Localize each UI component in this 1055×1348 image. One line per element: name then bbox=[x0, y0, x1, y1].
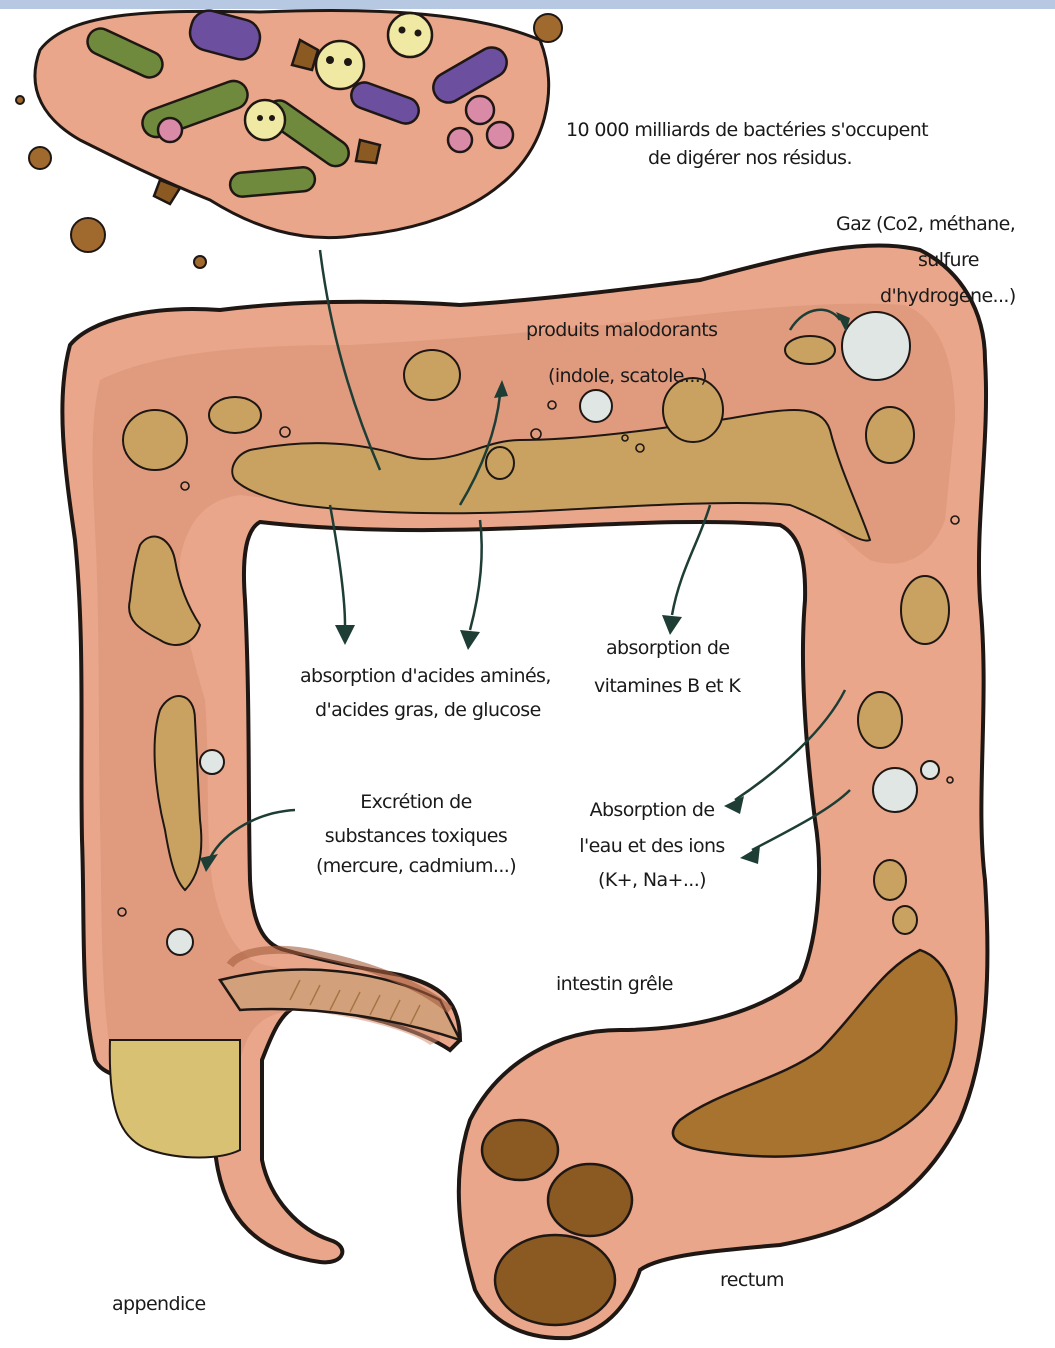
water-label-line2: l'eau et des ions bbox=[572, 832, 732, 860]
water-label-line1: Absorption de bbox=[572, 796, 732, 824]
bacteria-label-line1: 10 000 milliards de bactéries s'occupent bbox=[566, 116, 928, 144]
vitamins-label-line2: vitamines B et K bbox=[594, 672, 740, 700]
bacteria-cluster bbox=[16, 7, 562, 268]
odor-label-line2: (indole, scatole...) bbox=[548, 362, 707, 390]
appendix-label: appendice bbox=[112, 1290, 206, 1318]
amino-label-line2: d'acides gras, de glucose bbox=[315, 696, 541, 724]
bacteria-label-line2: de digérer nos résidus. bbox=[648, 144, 852, 172]
water-label-line3: (K+, Na+...) bbox=[572, 866, 732, 894]
gas-label-line2: sulfure bbox=[918, 246, 979, 274]
excretion-label-line2: substances toxiques bbox=[296, 822, 536, 850]
gas-label-line3: d'hydrogène...) bbox=[880, 282, 1016, 310]
excretion-label-line1: Excrétion de bbox=[296, 788, 536, 816]
excretion-label-line3: (mercure, cadmium...) bbox=[296, 852, 536, 880]
gas-label-line1: Gaz (Co2, méthane, bbox=[836, 210, 1015, 238]
rectum-label: rectum bbox=[720, 1266, 784, 1294]
amino-label-line1: absorption d'acides aminés, bbox=[300, 662, 551, 690]
odor-label-line1: produits malodorants bbox=[526, 316, 717, 344]
vitamins-label-line1: absorption de bbox=[606, 634, 729, 662]
small-intestine-label: intestin grêle bbox=[556, 970, 673, 998]
